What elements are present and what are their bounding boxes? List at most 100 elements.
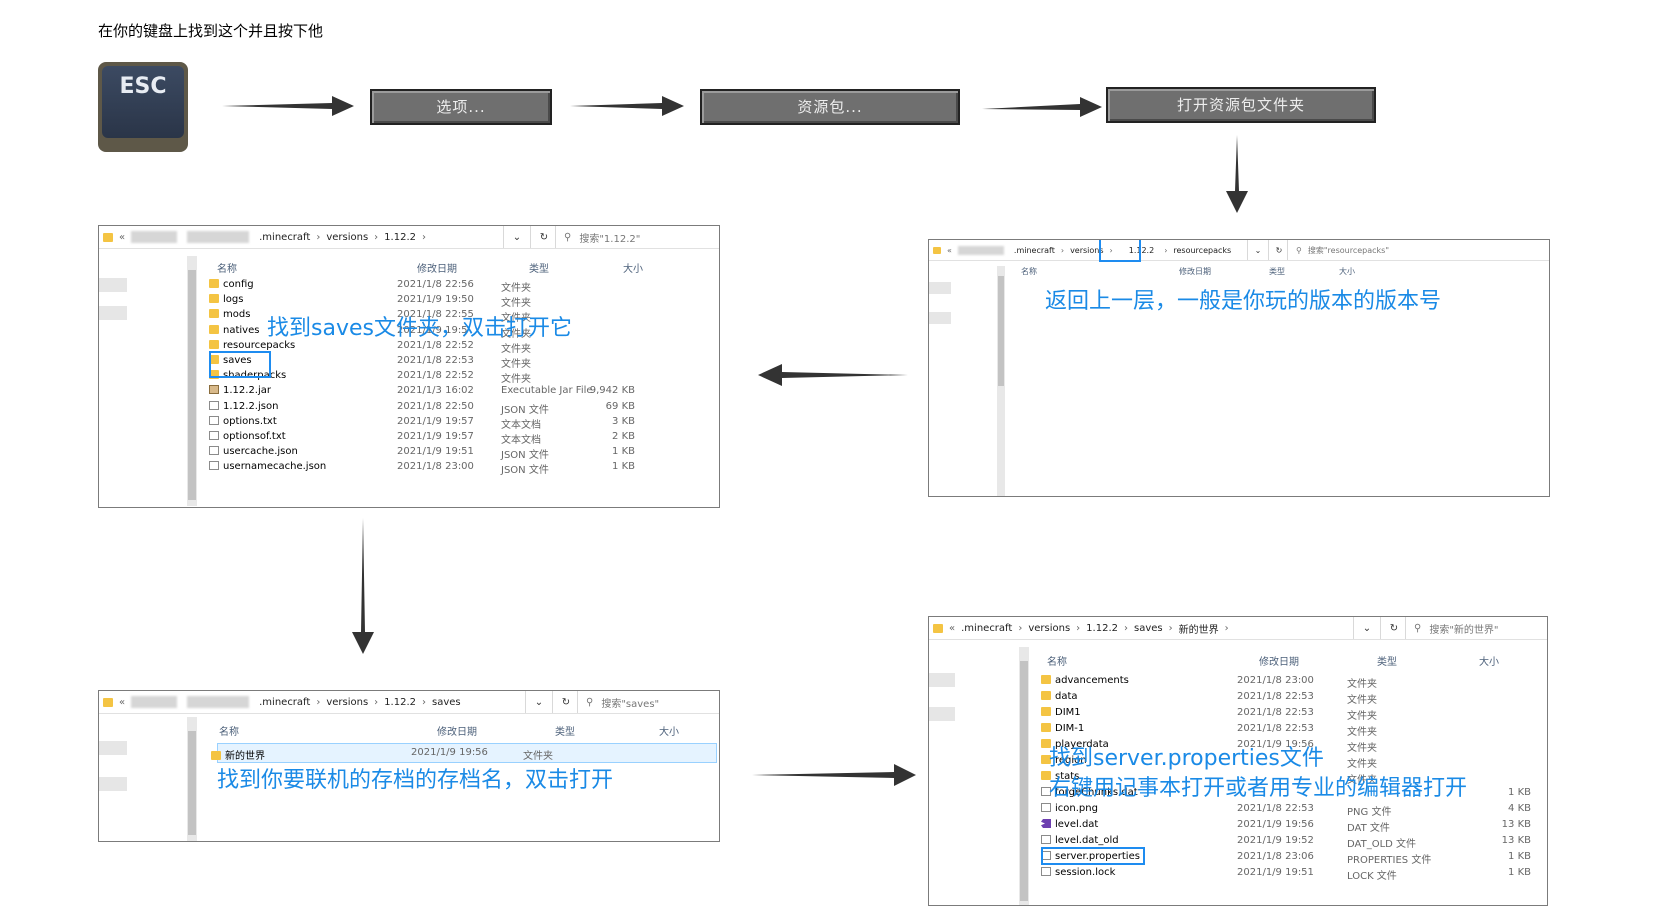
column-name[interactable]: 名称 (1021, 267, 1037, 276)
chevron-down-icon[interactable]: ⌄ (1353, 617, 1380, 639)
arrow-left-icon (758, 364, 908, 386)
scrollbar-thumb[interactable] (1020, 661, 1028, 901)
scrollbar-thumb[interactable] (188, 270, 196, 500)
arrow-right-icon (752, 764, 916, 786)
column-size[interactable]: 大小 (1479, 657, 1499, 668)
address-bar[interactable]: « .minecraft› versions› 1.12.2› resource… (929, 240, 1549, 261)
search-input[interactable]: ⚲ 搜索"saves" (577, 691, 719, 713)
breadcrumb-versions[interactable]: versions (326, 696, 369, 708)
breadcrumb-minecraft[interactable]: .minecraft (259, 231, 311, 243)
breadcrumb-versions[interactable]: versions (1070, 245, 1104, 255)
column-date[interactable]: 修改日期 (1179, 267, 1211, 276)
chevron-down-icon[interactable]: ⌄ (525, 691, 552, 713)
breadcrumb-version[interactable]: 1.12.2 (384, 231, 416, 243)
column-size[interactable]: 大小 (623, 264, 643, 275)
address-bar[interactable]: « .minecraft› versions› 1.12.2› ⌄ ↻ ⚲ 搜索… (99, 226, 719, 249)
options-button[interactable]: 选项... (370, 89, 552, 125)
file-name: server.properties (1055, 851, 1140, 862)
breadcrumb-resourcepacks[interactable]: resourcepacks (1173, 245, 1232, 255)
scrollbar-thumb[interactable] (998, 276, 1004, 386)
address-bar[interactable]: « .minecraft› versions› 1.12.2› saves› 新… (929, 617, 1547, 640)
breadcrumb-world[interactable]: 新的世界 (1178, 624, 1219, 636)
scrollbar[interactable] (187, 256, 197, 506)
refresh-icon[interactable]: ↻ (1380, 617, 1407, 639)
arrow-down-icon (352, 518, 374, 654)
column-name[interactable]: 名称 (1047, 657, 1067, 668)
chevron-down-icon[interactable]: ⌄ (1247, 240, 1268, 260)
breadcrumb-versions[interactable]: versions (326, 231, 369, 243)
column-type[interactable]: 类型 (1269, 267, 1285, 276)
refresh-icon[interactable]: ↻ (552, 691, 579, 713)
column-name[interactable]: 名称 (217, 264, 237, 275)
column-date[interactable]: 修改日期 (1259, 657, 1299, 668)
refresh-icon[interactable]: ↻ (530, 226, 557, 248)
column-size[interactable]: 大小 (659, 727, 679, 738)
search-input[interactable]: ⚲ 搜索"1.12.2" (555, 226, 719, 248)
folder-icon (209, 309, 219, 319)
breadcrumb-saves[interactable]: saves (1133, 622, 1163, 634)
search-placeholder: 搜索"新的世界" (1429, 624, 1499, 636)
refresh-icon[interactable]: ↻ (1268, 240, 1289, 260)
chevron-down-icon[interactable]: ⌄ (503, 226, 530, 248)
scrollbar[interactable] (997, 266, 1005, 496)
file-size: 9,942 KB (589, 385, 635, 397)
file-type: 文件夹 (501, 343, 531, 355)
file-date: 2021/1/8 22:56 (397, 279, 474, 290)
column-size[interactable]: 大小 (1339, 267, 1355, 276)
breadcrumb-saves[interactable]: saves (431, 696, 461, 708)
breadcrumb-version[interactable]: 1.12.2 (384, 696, 416, 708)
column-type[interactable]: 类型 (1377, 657, 1397, 668)
breadcrumb-version[interactable]: 1.12.2 (1086, 622, 1118, 634)
column-date[interactable]: 修改日期 (437, 727, 477, 738)
open-resource-pack-folder-button[interactable]: 打开资源包文件夹 (1106, 87, 1376, 123)
search-input[interactable]: ⚲ 搜索"resourcepacks" (1287, 240, 1549, 260)
column-name[interactable]: 名称 (219, 727, 239, 738)
column-type[interactable]: 类型 (529, 264, 549, 275)
breadcrumb-versions[interactable]: versions (1028, 622, 1071, 634)
resource-packs-button[interactable]: 资源包... (700, 89, 960, 125)
scrollbar-thumb[interactable] (188, 731, 196, 835)
address-bar[interactable]: « .minecraft› versions› 1.12.2› saves ⌄ … (99, 691, 719, 714)
file-type: 文件夹 (1347, 679, 1377, 690)
arrow-right-icon (570, 96, 684, 116)
scrollbar[interactable] (187, 717, 197, 841)
blurred-path (187, 696, 250, 708)
breadcrumb-minecraft[interactable]: .minecraft (961, 622, 1013, 634)
column-date[interactable]: 修改日期 (417, 264, 457, 275)
breadcrumb-version[interactable]: 1.12.2 (1128, 245, 1155, 255)
column-type[interactable]: 类型 (555, 727, 575, 738)
search-input[interactable]: ⚲ 搜索"新的世界" (1405, 617, 1547, 639)
annotation-server-properties: 找到server.properties文件 (1049, 746, 1324, 771)
scrollbar[interactable] (1019, 647, 1029, 905)
chevron-left-icon: « (119, 696, 126, 708)
breadcrumb-minecraft[interactable]: .minecraft (1013, 245, 1055, 255)
chevron-left-icon: « (949, 622, 956, 634)
breadcrumb-minecraft[interactable]: .minecraft (259, 696, 311, 708)
